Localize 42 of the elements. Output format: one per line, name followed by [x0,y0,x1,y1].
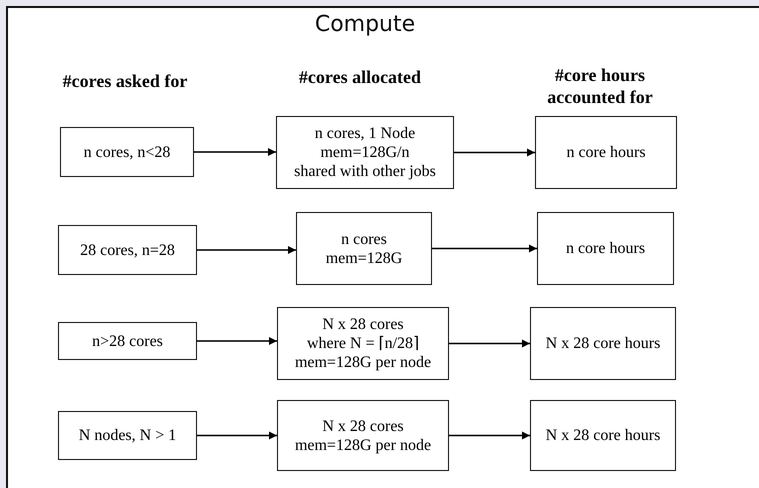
arrow [197,432,277,440]
process-box [58,411,197,460]
process-box [530,307,676,380]
arrow [449,340,530,348]
process-box [60,127,194,177]
column-header: #cores asked for [62,70,188,92]
box-text: N x 28 cores [322,416,404,436]
box-text: where N = ⌈n/28⌉ [306,334,420,353]
process-box [296,212,432,285]
box-text: N x 28 core hours [546,426,660,445]
arrow [432,244,537,252]
process-box [537,212,674,285]
box-text: n cores, n<28 [84,142,170,162]
box-text: mem=128G [326,248,402,268]
box-text: mem=128G per node [294,353,432,372]
process-box [535,116,677,189]
box-text: n core hours [566,239,646,258]
column-header: #core hours accounted for [546,64,654,108]
box-text: mem=128G per node [294,436,432,454]
process-box [530,400,676,471]
process-box [58,322,197,360]
process-box [277,400,449,471]
process-box [276,116,454,189]
box-text: shared with other jobs [294,162,436,181]
arrow [197,246,296,254]
column-header: #cores allocated [298,66,422,88]
diagram-title: Compute [314,12,416,37]
box-text: 28 cores, n=28 [80,240,175,260]
box-text: N x 28 core hours [546,334,660,353]
process-box [277,307,449,380]
box-text: mem=128G/n [320,143,410,162]
box-text: n>28 cores [92,332,163,350]
process-box [58,225,197,275]
arrow [194,148,276,156]
box-text: N x 28 cores [322,315,404,334]
box-text: n cores, 1 Node [314,124,416,143]
box-text: N nodes, N > 1 [78,426,176,445]
arrow [454,148,535,156]
arrow [197,337,277,345]
arrow [449,432,530,440]
box-text: n cores [341,230,387,248]
box-text: n core hours [566,143,646,162]
